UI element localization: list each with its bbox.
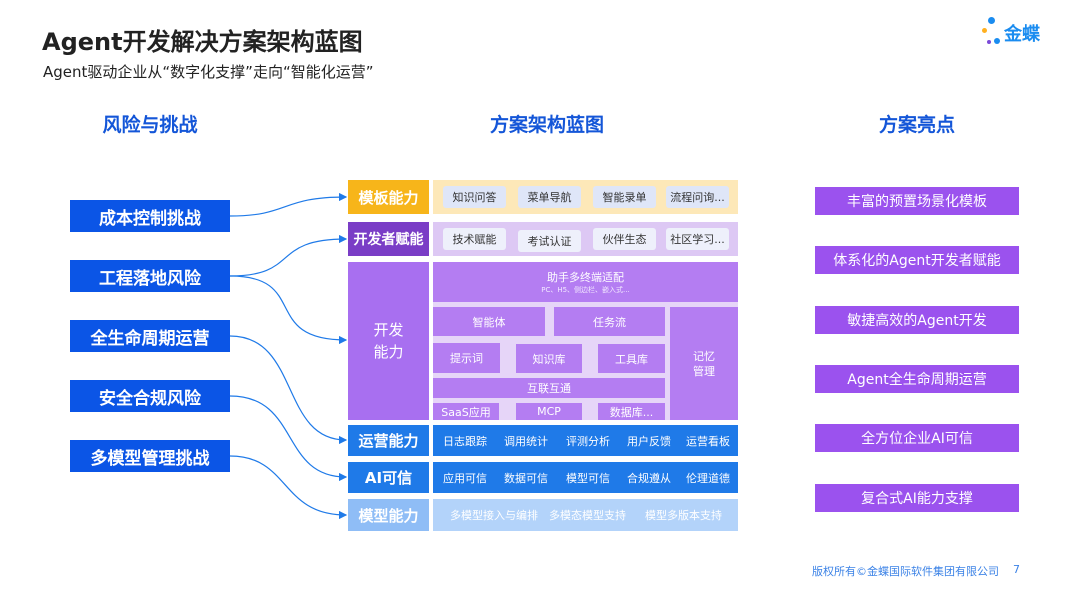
capability-item: 伦理道德 [686,471,730,485]
connector-line [229,395,348,482]
highlights-heading: 方案亮点 [878,114,955,136]
capability-item: 数据可信 [504,471,548,485]
memory-box: 记忆 管理 [670,307,738,420]
capability-item: 多模态模型支持 [549,509,626,522]
capability-chip: 知识问答 [443,186,506,208]
page-number: 7 [1013,563,1020,576]
saas-box: SaaS应用 [433,403,499,420]
mcp-box: MCP [516,403,582,420]
layer-row-developer: 技术赋能 考试认证 伙伴生态 社区学习... [433,222,738,256]
risk-item: 多模型管理挑战 [70,440,230,472]
memory-label-line: 记忆 [693,349,715,363]
layer-label-ops: 运营能力 [348,425,429,456]
brand-logo: 金蝶 [982,16,1052,50]
database-box: 数据库... [598,403,665,420]
capability-chip: 伙伴生态 [593,228,656,250]
capability-item: 多模型接入与编排 [450,509,538,522]
connector-line [229,455,348,520]
risk-item: 全生命周期运营 [70,320,230,352]
risk-item: 成本控制挑战 [70,200,230,232]
knowledge-base-box: 知识库 [516,344,582,373]
highlight-item: 丰富的预置场景化模板 [815,187,1019,215]
connector-line [229,335,348,445]
architecture-heading: 方案架构蓝图 [489,114,604,136]
connector-line [229,275,348,345]
assist-adapt-box: 助手多终端适配 PC、H5、侧边栏、嵌入式... [433,262,738,302]
highlight-item: 敏捷高效的Agent开发 [815,306,1019,334]
highlight-item: 体系化的Agent开发者赋能 [815,246,1019,274]
dev-label-line: 能力 [373,343,404,361]
risk-item: 安全合规风险 [70,380,230,412]
assist-subtitle: PC、H5、侧边栏、嵌入式... [541,286,630,294]
prompt-box: 提示词 [433,343,500,373]
layer-row-template: 知识问答 菜单导航 智能录单 流程问询... [433,180,738,214]
capability-chip: 社区学习... [666,228,729,250]
layer-row-ai-trust: 应用可信 数据可信 模型可信 合规遵从 伦理道德 [433,462,738,493]
layer-label-model: 模型能力 [348,499,429,531]
page-subtitle: Agent驱动企业从“数字化支撑”走向“智能化运营” [43,63,374,81]
highlight-item: Agent全生命周期运营 [815,365,1019,393]
capability-item: 调用统计 [504,434,548,448]
layer-area-dev: 助手多终端适配 PC、H5、侧边栏、嵌入式... 智能体 任务流 记忆 管理 提… [433,262,738,420]
taskflow-box: 任务流 [554,307,665,336]
capability-item: 日志跟踪 [443,434,487,448]
layer-row-ops: 日志跟踪 调用统计 评测分析 用户反馈 运营看板 [433,425,738,456]
tools-box: 工具库 [598,344,665,373]
logo-dot-icon [988,17,995,24]
layer-row-model: 多模型接入与编排 多模态模型支持 模型多版本支持 [433,499,738,531]
layer-label-template: 模板能力 [348,180,429,214]
logo-text: 金蝶 [1004,24,1040,45]
agent-box: 智能体 [433,307,545,336]
risk-item: 工程落地风险 [70,260,230,292]
layer-label-ai-trust: AI可信 [348,462,429,493]
capability-chip: 技术赋能 [443,228,506,250]
page-title: Agent开发解决方案架构蓝图 [42,28,363,56]
logo-dot-icon [994,38,1000,44]
capability-item: 模型可信 [566,471,610,485]
interconnect-box: 互联互通 [433,378,665,398]
memory-label-line: 管理 [693,364,715,378]
capability-item: 评测分析 [566,434,610,448]
highlight-item: 全方位企业AI可信 [815,424,1019,452]
risks-heading: 风险与挑战 [102,114,198,136]
connector-line [229,234,348,277]
logo-dot-icon [987,40,991,44]
capability-chip: 考试认证 [518,230,581,252]
capability-chip: 流程问询... [666,186,729,208]
logo-dot-icon [982,28,987,33]
connector-line [229,192,348,217]
layer-label-developer: 开发者赋能 [348,222,429,256]
capability-item: 用户反馈 [627,434,671,448]
capability-item: 模型多版本支持 [645,509,722,522]
capability-item: 运营看板 [686,434,730,448]
capability-item: 应用可信 [443,471,487,485]
capability-chip: 菜单导航 [518,186,581,208]
dev-label-line: 开发 [373,321,404,339]
capability-chip: 智能录单 [593,186,656,208]
layer-label-dev: 开发 能力 [348,262,429,420]
highlight-item: 复合式AI能力支撑 [815,484,1019,512]
assist-title: 助手多终端适配 [547,271,624,284]
copyright-text: 版权所有©金蝶国际软件集团有限公司 [812,565,999,578]
capability-item: 合规遵从 [627,471,671,485]
